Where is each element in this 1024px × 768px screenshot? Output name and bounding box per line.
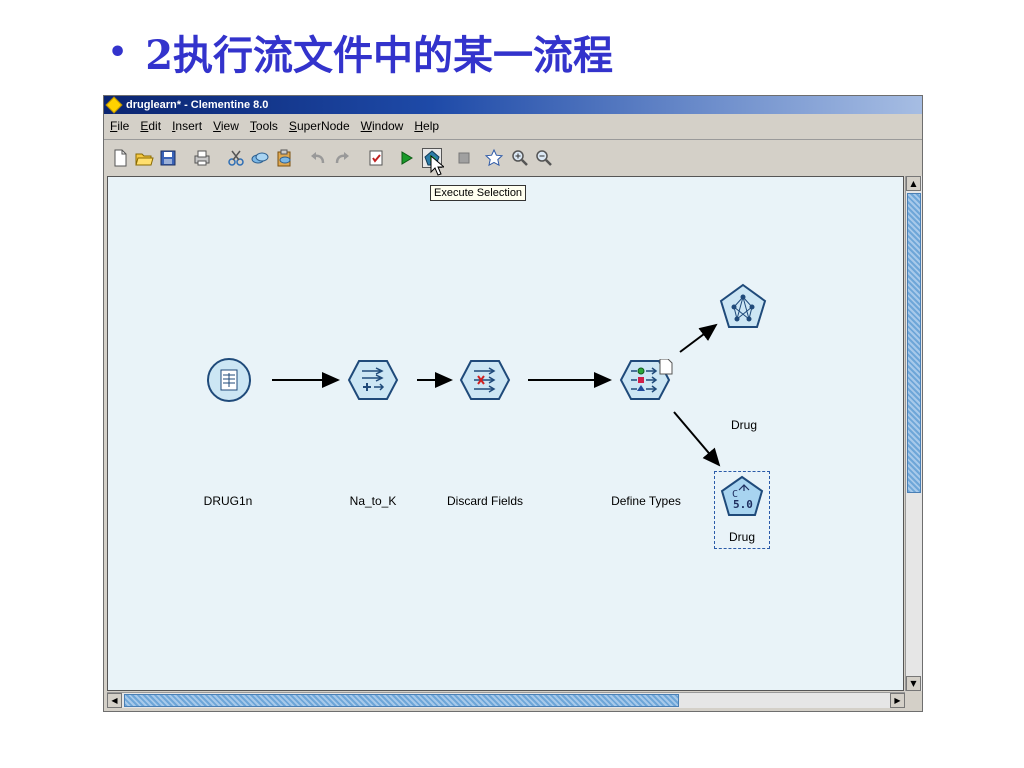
cut-icon[interactable] (226, 148, 246, 168)
zoom-in-icon[interactable] (510, 148, 530, 168)
filter-node-discard-fields[interactable] (459, 359, 511, 405)
window-title: druglearn* - Clementine 8.0 (126, 99, 269, 111)
scroll-right-icon[interactable]: ▶ (890, 693, 905, 708)
horizontal-scroll-thumb[interactable] (124, 694, 679, 707)
redo-icon[interactable] (332, 148, 352, 168)
execute-stream-icon[interactable] (396, 148, 416, 168)
source-node-drug1n[interactable] (206, 357, 252, 407)
stream-canvas[interactable]: DRUG1n Na_to_K Discard Fields (107, 176, 904, 691)
execute-selection-tooltip: Execute Selection (430, 185, 527, 201)
neural-net-model-label: Drug (730, 418, 758, 432)
c50-model-label: Drug (728, 530, 756, 544)
connection-type-c50 (673, 411, 721, 467)
source-node-label: DRUG1n (203, 494, 253, 508)
vertical-scrollbar[interactable]: ▲ ▼ (905, 176, 922, 691)
paste-icon[interactable] (274, 148, 294, 168)
app-logo-icon (105, 96, 123, 114)
derive-node-label: Na_to_K (349, 494, 397, 508)
neural-net-model-node[interactable] (718, 283, 768, 333)
copy-icon[interactable] (250, 148, 270, 168)
menu-divider (104, 139, 922, 140)
favorite-icon[interactable] (484, 148, 504, 168)
clementine-window: druglearn* - Clementine 8.0 File Edit In… (103, 95, 923, 712)
filter-node-label: Discard Fields (446, 494, 524, 508)
menu-file[interactable]: File (110, 119, 130, 133)
type-node-define-types[interactable] (619, 358, 677, 405)
menu-view[interactable]: View (213, 119, 239, 133)
scroll-left-icon[interactable]: ◀ (107, 693, 122, 708)
window-titlebar[interactable]: druglearn* - Clementine 8.0 (104, 96, 922, 114)
c50-model-node[interactable]: C 5.0 (719, 475, 765, 521)
bullet: • (108, 34, 128, 70)
menu-window[interactable]: Window (360, 119, 404, 133)
selection-box (714, 471, 770, 549)
print-icon[interactable] (192, 148, 212, 168)
c50-badge: 5.0 (733, 498, 753, 511)
scroll-up-icon[interactable]: ▲ (906, 176, 921, 191)
type-node-label: Define Types (611, 494, 681, 508)
slide-title-text: 2执行流文件中的某一流程 (145, 32, 614, 79)
save-icon[interactable] (158, 148, 178, 168)
menu-bar: File Edit Insert View Tools SuperNode Wi… (104, 115, 922, 137)
stream-connections (272, 323, 721, 467)
zoom-out-icon[interactable] (534, 148, 554, 168)
menu-insert[interactable]: Insert (172, 119, 203, 133)
c50-letter: C (732, 489, 738, 500)
mouse-cursor-icon (430, 154, 446, 181)
derive-node-na-to-k[interactable] (347, 359, 399, 405)
connection-type-net (679, 323, 718, 353)
horizontal-scrollbar[interactable]: ◀ ▶ (107, 692, 905, 708)
undo-icon[interactable] (308, 148, 328, 168)
menu-edit[interactable]: Edit (140, 119, 162, 133)
annotate-icon[interactable] (366, 148, 386, 168)
vertical-scroll-thumb[interactable] (907, 193, 921, 493)
menu-supernode[interactable]: SuperNode (288, 119, 350, 133)
new-stream-icon[interactable] (110, 148, 130, 168)
menu-tools[interactable]: Tools (249, 119, 278, 133)
scroll-down-icon[interactable]: ▼ (906, 676, 921, 691)
menu-help[interactable]: Help (414, 119, 440, 133)
stop-icon[interactable] (454, 148, 474, 168)
slide-title: • 2执行流文件中的某一流程 (108, 22, 613, 82)
open-icon[interactable] (134, 148, 154, 168)
